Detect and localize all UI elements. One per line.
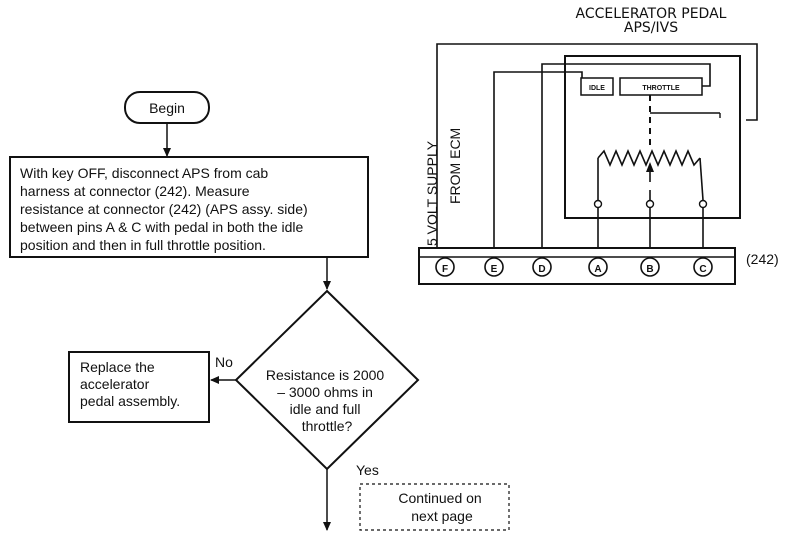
step1-line: With key OFF, disconnect APS from cab — [20, 165, 268, 181]
svg-text:Replace the accelerato: Replace the accelerator pedal assembly. — [80, 359, 180, 409]
continued-line: next page — [411, 508, 473, 524]
terminal — [645, 199, 655, 209]
connector-pin-d: D — [532, 257, 552, 277]
wire-e — [493, 71, 583, 257]
idle-label: IDLE — [589, 85, 605, 92]
connector-pin-b: B — [640, 257, 660, 277]
svg-text:With key OFF, disconnect APS f: With key OFF, disconnect APS from cab ha… — [20, 165, 312, 253]
pin-letter: D — [538, 264, 545, 275]
resistor-lead — [699, 157, 704, 201]
schematic-title-line2: APS/IVS — [624, 20, 678, 36]
yes-label: Yes — [356, 462, 379, 478]
wiper-arrow — [646, 162, 654, 172]
schematic-title-line1: ACCELERATOR PEDAL — [576, 6, 727, 22]
decision-diamond: Resistance is 2000 – 3000 ohms in idle a… — [234, 289, 420, 471]
connector-pin-e: E — [484, 257, 504, 277]
pin-letter: A — [594, 264, 601, 275]
supply-label-line1: 5 VOLT SUPPLY — [424, 140, 440, 246]
begin-terminator: Begin — [124, 91, 210, 124]
pin-letter: E — [491, 264, 498, 275]
replace-line: Replace the — [80, 359, 155, 375]
decision-line: throttle? — [302, 418, 353, 434]
pin-letter: C — [699, 264, 706, 275]
step1-line: between pins A & C with pedal in both th… — [20, 219, 304, 235]
step1-line: resistance at connector (242) (APS assy.… — [20, 201, 308, 217]
flowchart: Begin With key OFF, disconnect APS from … — [9, 91, 510, 531]
decision-line: – 3000 ohms in — [277, 384, 373, 400]
step1-box: With key OFF, disconnect APS from cab ha… — [9, 156, 369, 258]
connector-pin-c: C — [693, 257, 713, 277]
wire-d — [541, 63, 711, 257]
begin-label: Begin — [149, 100, 185, 116]
continued-box: Continued on next page — [359, 483, 510, 531]
svg-text:Continued on next page: Continued on next page — [398, 490, 485, 524]
replace-box: Replace the accelerator pedal assembly. — [68, 351, 210, 423]
resistor — [597, 148, 701, 168]
no-label: No — [215, 354, 233, 370]
continued-line: Continued on — [398, 490, 481, 506]
replace-line: pedal assembly. — [80, 393, 180, 409]
decision-line: idle and full — [290, 401, 361, 417]
supply-label-line2: FROM ECM — [447, 128, 463, 204]
harness-outline — [436, 43, 758, 257]
step1-line: position and then in full throttle posit… — [20, 237, 266, 253]
throttle-switch: THROTTLE — [619, 77, 703, 96]
svg-text:Resistance is 2000 – 3: Resistance is 2000 – 3000 ohms in idle a… — [266, 367, 388, 434]
decision-line: Resistance is 2000 — [266, 367, 385, 383]
connector-pin-f: F — [435, 257, 455, 277]
step1-line: harness at connector (242). Measure — [20, 183, 250, 199]
pin-letter: F — [442, 264, 448, 275]
connector-242 — [418, 247, 736, 285]
throttle-label: THROTTLE — [642, 85, 680, 92]
terminal — [593, 199, 603, 209]
pin-letter: B — [646, 264, 653, 275]
replace-line: accelerator — [80, 376, 150, 392]
aps-schematic: ACCELERATOR PEDAL APS/IVS IDLE THROTTLE — [418, 6, 779, 285]
terminal — [698, 199, 708, 209]
connector-pin-a: A — [588, 257, 608, 277]
connector-label: (242) — [746, 251, 779, 267]
idle-switch: IDLE — [580, 77, 614, 96]
